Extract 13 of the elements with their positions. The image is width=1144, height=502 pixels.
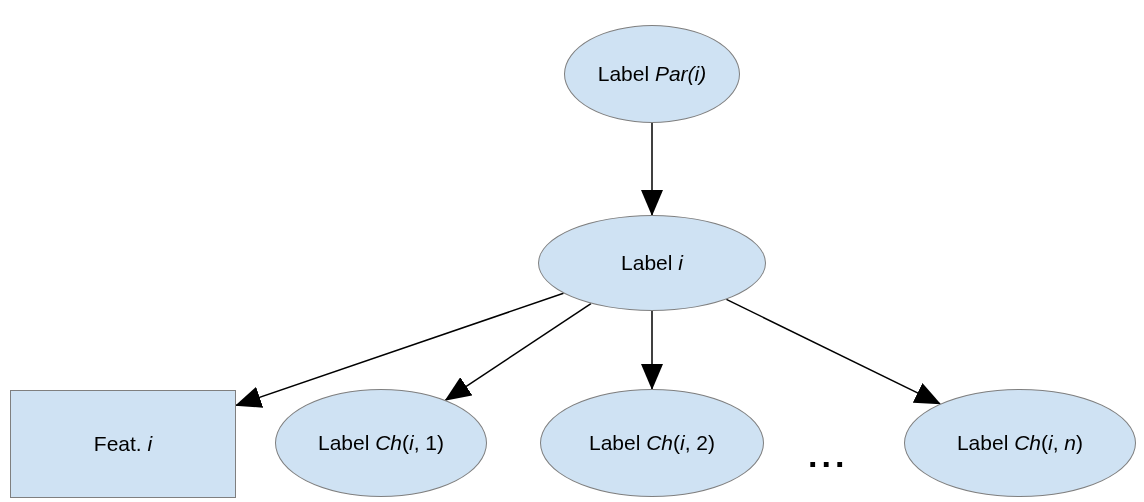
node-label: Label Ch(i, 2): [588, 430, 716, 457]
arrow: [641, 122, 663, 216]
node-label: Label i: [621, 250, 683, 277]
arrow: [641, 310, 663, 390]
node-label: Label Ch(i, n): [956, 430, 1084, 457]
rectangle-node: [10, 390, 236, 498]
node-label: Feat. i: [93, 431, 153, 458]
ellipsis-text: ...: [808, 435, 849, 476]
node-label: Label Par(i): [597, 61, 707, 88]
arrow: [725, 298, 941, 405]
node-label: Label Ch(i, 1): [317, 430, 445, 457]
arrow: [235, 292, 565, 408]
arrow: [444, 302, 592, 401]
